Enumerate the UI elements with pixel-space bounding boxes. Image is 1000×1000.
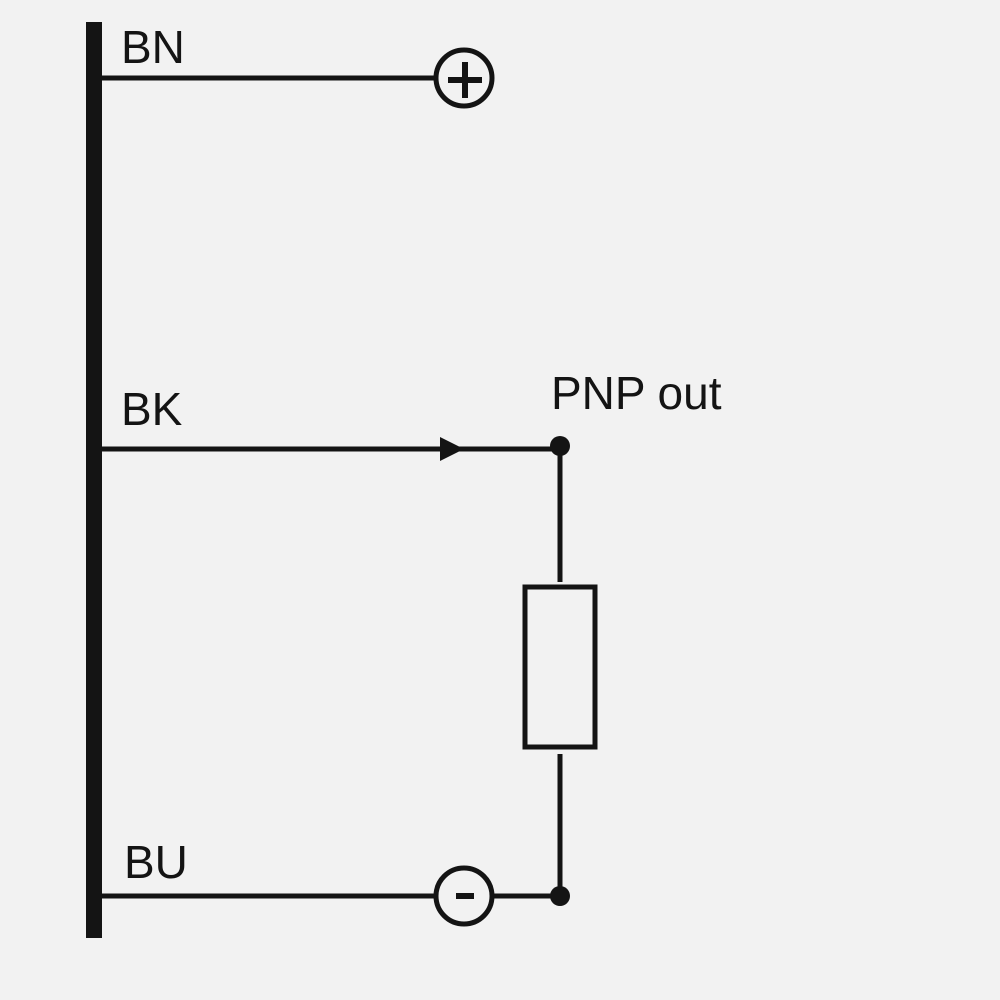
output-label: PNP out: [551, 367, 722, 419]
minus-circle-icon: [433, 865, 495, 927]
bk-label: BK: [121, 383, 183, 435]
arrow-right-icon: [440, 437, 464, 461]
return-node: [550, 886, 570, 906]
load-resistor: [522, 584, 598, 750]
bu-label: BU: [124, 836, 188, 888]
bn-label: BN: [121, 21, 185, 73]
plus-circle-icon: [433, 47, 495, 109]
